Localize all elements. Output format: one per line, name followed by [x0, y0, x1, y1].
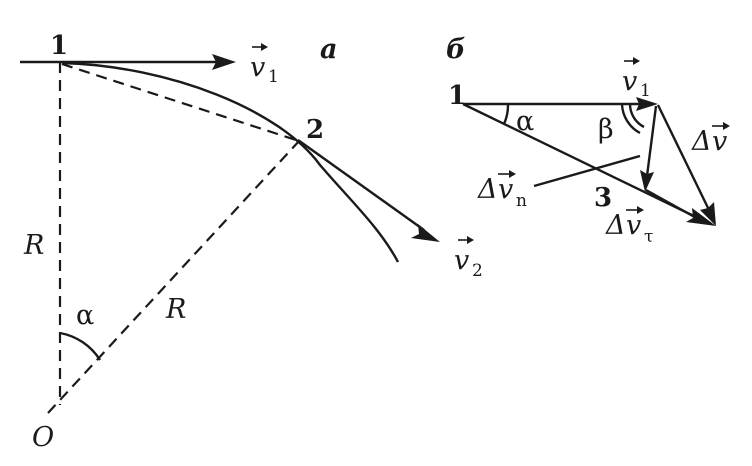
angle-alpha-arc-b — [502, 103, 510, 125]
angle-alpha-label-a: α — [76, 300, 94, 331]
svg-text:v: v — [498, 174, 513, 205]
point-1-label-b: 1 — [448, 81, 466, 111]
center-o-label: O — [32, 422, 54, 453]
angle-beta-arc-outer — [620, 103, 641, 135]
svg-text:Δ: Δ — [691, 126, 712, 157]
angle-beta-label-b: β — [598, 114, 614, 145]
svg-text:v: v — [626, 210, 641, 241]
angle-beta-arc-inner — [628, 103, 645, 129]
svg-text:n: n — [516, 191, 527, 211]
v1-label-b: v 1 — [622, 57, 651, 101]
trajectory-arc — [61, 61, 400, 263]
v1-arrowhead-a — [212, 54, 236, 70]
delta-vn-arrowhead — [640, 170, 654, 192]
v2-arrowhead-a — [411, 224, 440, 242]
panel-a: 1 2 O R R α а v 1 v 2 — [20, 31, 483, 453]
svg-text:1: 1 — [268, 67, 279, 87]
svg-text:v: v — [622, 66, 637, 97]
angle-alpha-arc-a — [59, 331, 102, 361]
angle-alpha-label-b: α — [516, 106, 534, 137]
svg-text:Δ: Δ — [477, 174, 498, 205]
radius-to-point-2 — [47, 139, 301, 414]
svg-text:v: v — [250, 52, 265, 83]
delta-vt-vector — [645, 188, 701, 222]
v1-arrowhead-b — [636, 97, 658, 111]
svg-text:Δ: Δ — [605, 210, 626, 241]
delta-v-arrowhead — [700, 202, 716, 226]
delta-vn-pointer — [533, 154, 641, 188]
svg-text:2: 2 — [472, 261, 483, 281]
radius-label-right: R — [165, 294, 186, 325]
delta-v-label: Δ v — [691, 122, 730, 157]
delta-v-vector — [656, 104, 712, 213]
svg-text:v: v — [454, 245, 469, 276]
v2-label-a: v 2 — [454, 236, 483, 281]
svg-text:v: v — [712, 126, 727, 157]
point-1-label-a: 1 — [50, 31, 68, 61]
delta-vn-label: Δ v n — [477, 170, 527, 211]
v1-label-a: v 1 — [250, 43, 279, 87]
panel-b-label: б — [446, 34, 466, 65]
v2-vector-a — [297, 139, 425, 231]
delta-vn-vector — [645, 105, 658, 177]
delta-vtau-label: Δ v τ — [605, 206, 653, 247]
svg-text:τ: τ — [644, 227, 653, 247]
chord-1-2 — [61, 62, 297, 142]
svg-text:1: 1 — [640, 81, 651, 101]
panel-b: б 1 3 α β v 1 Δ v Δ v n Δ — [446, 34, 730, 247]
panel-a-label: а — [320, 34, 338, 65]
v2-arrowhead-b — [686, 208, 716, 226]
point-2-label-a: 2 — [306, 115, 324, 145]
radius-label-left: R — [23, 230, 44, 261]
v2-vector-b — [462, 102, 699, 220]
point-3-label-b: 3 — [594, 183, 612, 213]
